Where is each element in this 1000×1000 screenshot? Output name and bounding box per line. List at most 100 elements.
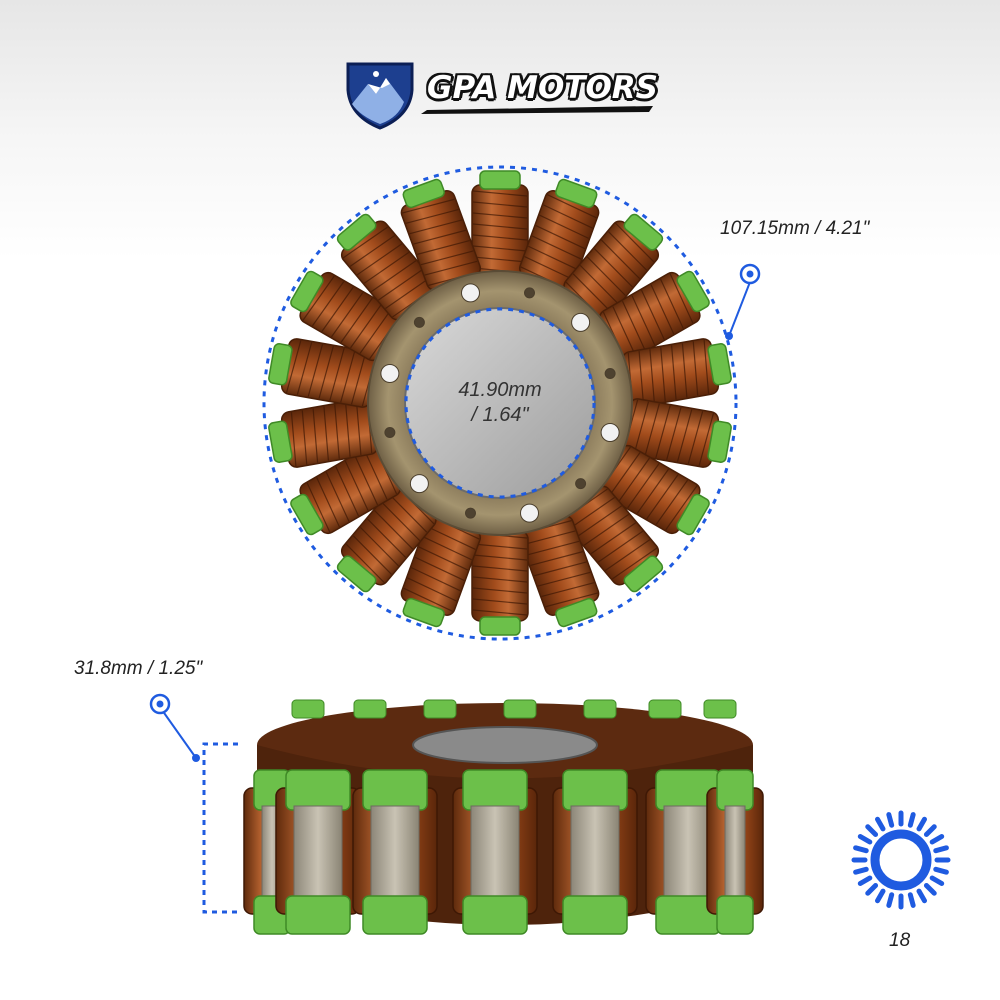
pole-count-label: 18: [889, 930, 911, 951]
brand-name: GPA MOTORS: [427, 70, 659, 106]
insulator-tip: [268, 420, 293, 463]
outer-diameter-dashed-circle: [262, 165, 738, 641]
back-insulator-tip: [291, 699, 325, 719]
core-hole: [575, 478, 587, 490]
core-hole: [571, 312, 591, 332]
back-insulator-tip: [503, 699, 537, 719]
insulator-tip: [623, 213, 664, 251]
stator-side-view: [149, 693, 764, 935]
side-coil: [243, 769, 301, 935]
stator-coil: [621, 338, 732, 408]
insulator-tip: [336, 555, 377, 593]
stator-coil: [268, 398, 379, 468]
stator-coil: [290, 444, 401, 536]
core-hole: [524, 287, 536, 299]
stator-coil: [471, 530, 529, 636]
stator-top-view: [262, 165, 761, 641]
insulator-tip: [402, 178, 445, 209]
core-hole: [413, 316, 425, 328]
count-icon-tick: [929, 875, 945, 886]
count-icon-tick: [907, 812, 916, 828]
stator-coil: [336, 213, 438, 321]
top-coil-ring: [268, 170, 732, 636]
count-icon-tick: [853, 845, 869, 854]
insulator-tip: [402, 597, 445, 628]
count-icon-tick: [857, 875, 873, 886]
back-insulator-tip: [423, 699, 457, 719]
core-hole: [409, 474, 429, 494]
count-icon-tick: [923, 882, 937, 896]
stator-coil: [268, 338, 379, 408]
count-icon-tick: [923, 824, 937, 838]
insulator-tip: [623, 555, 664, 593]
insulator-tip: [268, 343, 293, 386]
count-icon-tick: [907, 892, 916, 908]
stator-coil: [471, 170, 529, 276]
brand-logo: GPA MOTORS: [342, 58, 662, 130]
inner-diameter-dashed-circle: [404, 307, 596, 499]
outer-diameter-leader-line: [728, 281, 751, 337]
back-insulator-tip: [703, 699, 737, 719]
stator-coil: [562, 485, 664, 593]
count-icon-tick: [933, 866, 949, 875]
side-coil: [552, 769, 638, 935]
side-coil: [706, 769, 764, 935]
core-mounting-holes: [380, 283, 620, 523]
core-hole: [380, 363, 400, 383]
height-label: 31.8mm / 1.25": [74, 658, 203, 679]
height-leader-endpoint-dot: [192, 754, 200, 762]
count-icon-tick: [886, 812, 895, 828]
insulator-tip: [676, 493, 710, 536]
stator-coil: [599, 270, 710, 362]
insulator-tip: [707, 343, 732, 386]
leader-endpoint-dot: [725, 332, 733, 340]
insulator-tip: [676, 270, 710, 313]
count-icon-tick: [853, 866, 869, 875]
count-icon-tick: [875, 888, 886, 904]
stator-coil: [621, 398, 732, 468]
insulator-tip: [479, 616, 521, 636]
coil-count-icon: [851, 810, 951, 910]
inner-diameter-in: / 1.64": [471, 404, 529, 426]
height-dashed-bracket: [202, 742, 240, 914]
back-insulator-tip: [353, 699, 387, 719]
insulator-tip: [707, 420, 732, 463]
side-coil: [275, 769, 361, 935]
side-bore: [412, 726, 598, 764]
side-coil-row: [243, 699, 764, 935]
count-icon-tick: [886, 892, 895, 908]
insulator-tip: [290, 270, 324, 313]
back-insulator-tip: [648, 699, 682, 719]
stator-coil: [290, 270, 402, 362]
count-icon-tick: [929, 834, 945, 845]
count-icon-tick: [875, 816, 886, 832]
count-icon-tick: [865, 824, 879, 838]
count-icon-tick: [865, 882, 879, 896]
back-insulator-tip: [583, 699, 617, 719]
side-coil: [352, 769, 438, 935]
insulator-tip: [290, 493, 324, 536]
count-icon-tick: [933, 845, 949, 854]
side-coil: [452, 769, 538, 935]
core-hole: [604, 367, 616, 379]
inner-diameter-mm: 41.90mm: [458, 379, 542, 401]
inner-diameter-label: 41.90mm / 1.64": [430, 378, 570, 428]
count-icon-tick: [916, 816, 927, 832]
height-leader-line: [161, 709, 197, 759]
count-icon-tick: [857, 834, 873, 845]
count-icon-tick: [916, 888, 927, 904]
core-hole: [464, 507, 476, 519]
insulator-tip: [336, 213, 377, 251]
core-hole: [384, 427, 396, 439]
insulator-tip: [479, 170, 521, 190]
core-hole: [520, 503, 540, 523]
insulator-tip: [555, 597, 598, 628]
insulator-tip: [555, 178, 598, 209]
stator-coil: [518, 515, 600, 628]
core-hole: [460, 283, 480, 303]
mountain-shield-logo-icon: [346, 62, 414, 130]
core-hole: [600, 423, 620, 443]
outer-diameter-label: 107.15mm / 4.21": [720, 218, 870, 239]
